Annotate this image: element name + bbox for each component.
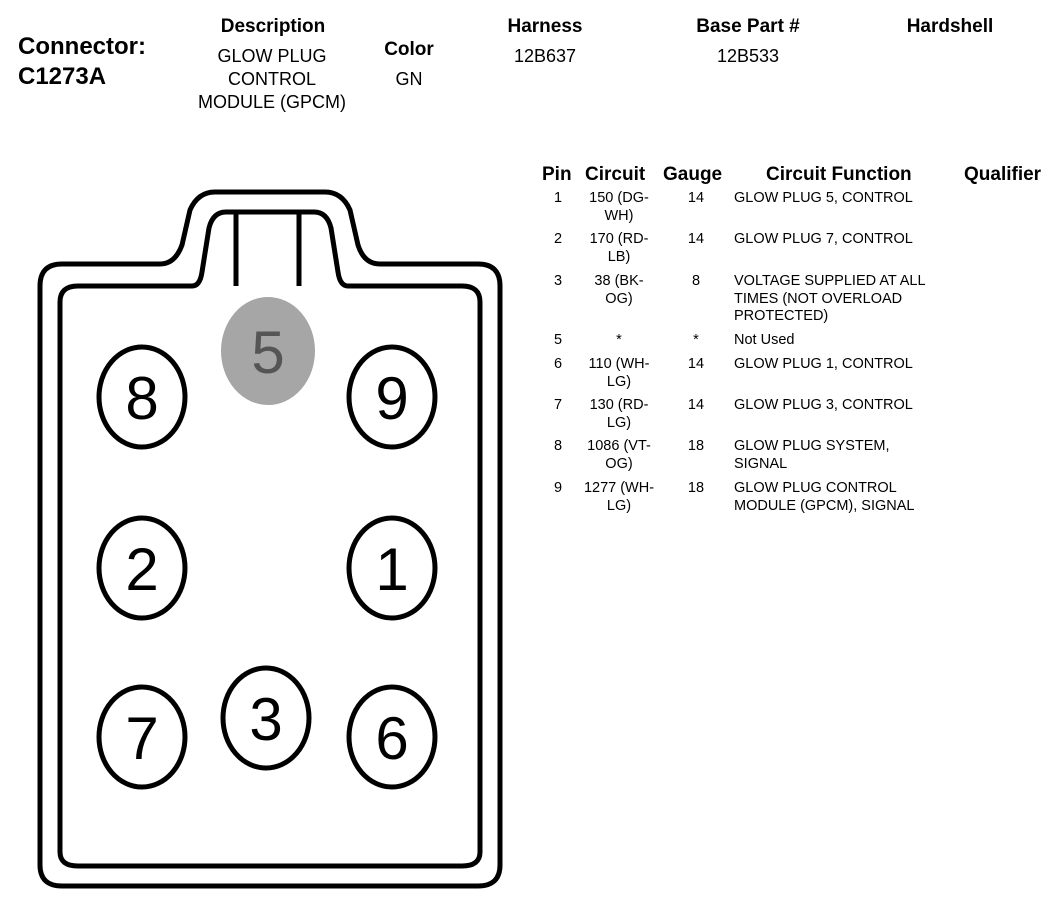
header-circuit: Circuit [585,164,646,185]
cell-pin: 3 [553,273,563,289]
cell-circuit: 130 (RD-LG) [589,397,649,431]
base-part-label: Base Part # [696,16,800,37]
cell-function: GLOW PLUG 5, CONTROL [734,190,913,206]
header-gauge: Gauge [663,164,723,185]
pin-1: 1 [346,515,438,621]
table-row: 7 130 (RD-LG) 14 GLOW PLUG 3, CONTROL [540,397,1056,438]
connector-title: Connector: C1273A [18,32,198,92]
cell-gauge: * [693,332,699,348]
description-line: CONTROL [227,69,316,89]
pin-label: 1 [375,536,408,603]
pin-8: 8 [96,344,188,450]
pin-label: 6 [375,705,408,772]
pin-table: Pin Circuit Gauge Circuit Function Quali… [540,164,1056,521]
connector-id: C1273A [18,63,107,90]
pin-3: 3 [220,665,312,771]
cell-pin: 1 [553,190,563,206]
cell-gauge: 14 [687,231,705,247]
pin-label: 3 [249,686,282,753]
connector-face-diagram: 5 8 9 2 1 3 7 6 [37,189,503,889]
description-value: GLOW PLUG CONTROL MODULE (GPCM) [172,45,372,114]
header-pin: Pin [542,164,572,185]
hardshell-label: Hardshell [906,16,994,37]
cell-function: Not Used [734,332,795,348]
cell-pin: 8 [553,438,563,454]
pin-6: 6 [346,684,438,790]
cell-gauge: 18 [687,438,705,454]
harness-value: 12B637 [513,46,577,66]
table-row: 5 * * Not Used [540,332,1056,356]
cell-pin: 7 [553,397,563,413]
cell-gauge: 14 [687,397,705,413]
cell-circuit: * [616,332,622,348]
cell-pin: 2 [553,231,563,247]
cell-circuit: 110 (WH-LG) [588,356,650,390]
description-line: GLOW PLUG [217,46,327,66]
cell-pin: 5 [553,332,563,348]
base-part-value: 12B533 [716,46,780,66]
cell-gauge: 14 [687,190,705,206]
harness-label: Harness [507,16,583,37]
pin-7: 7 [96,684,188,790]
header-circuit-function: Circuit Function [766,164,912,185]
cell-circuit: 150 (DG-WH) [589,190,649,224]
color-value: GN [395,69,423,89]
header-qualifier: Qualifier [964,164,1042,185]
pin-label: 7 [125,705,158,772]
pin-label: 9 [375,365,408,432]
cell-function: GLOW PLUG SYSTEM,SIGNAL [734,438,890,472]
pin-label: 8 [125,365,158,432]
pin-label: 2 [125,536,158,603]
description-line: MODULE (GPCM) [198,92,346,112]
cell-circuit: 1086 (VT-OG) [587,438,651,472]
table-row: 2 170 (RD-LB) 14 GLOW PLUG 7, CONTROL [540,231,1056,273]
cell-pin: 9 [553,480,563,496]
table-row: 1 150 (DG-WH) 14 GLOW PLUG 5, CONTROL [540,190,1056,231]
pin-table-header: Pin Circuit Gauge Circuit Function Quali… [540,164,1056,190]
table-row: 8 1086 (VT-OG) 18 GLOW PLUG SYSTEM,SIGNA… [540,438,1056,480]
cell-function: GLOW PLUG 7, CONTROL [734,231,913,247]
cell-pin: 6 [553,356,563,372]
pin-9: 9 [346,344,438,450]
pin-label: 5 [251,319,284,386]
connector-label: Connector: [18,33,146,60]
cell-circuit: 1277 (WH-LG) [583,480,655,514]
color-label: Color [384,39,434,60]
cell-gauge: 8 [691,273,701,289]
description-label: Description [220,16,326,37]
cell-gauge: 14 [687,356,705,372]
cell-circuit: 170 (RD-LB) [589,231,649,265]
connector-shell-outer [37,189,503,889]
connector-shell-inner [57,209,483,869]
cell-circuit: 38 (BK-OG) [594,273,644,307]
pin-2: 2 [96,515,188,621]
pin-5-unused: 5 [221,297,315,405]
cell-function: GLOW PLUG 3, CONTROL [734,397,913,413]
cell-gauge: 18 [687,480,705,496]
cell-function: GLOW PLUG 1, CONTROL [734,356,913,372]
table-row: 6 110 (WH-LG) 14 GLOW PLUG 1, CONTROL [540,356,1056,397]
